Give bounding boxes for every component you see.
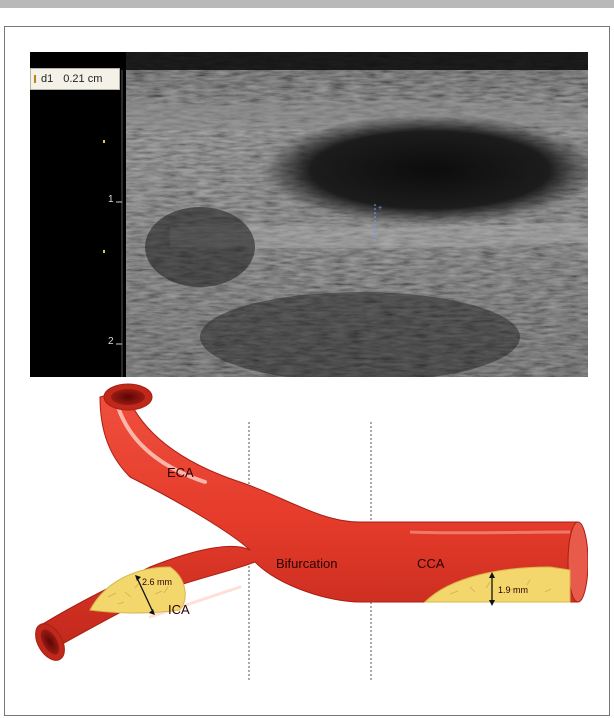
label-cca: CCA bbox=[417, 556, 445, 571]
carotid-bifurcation-illustration: ECA ICA Bifurcation CCA 2.6 mm 1.9 mm bbox=[30, 382, 588, 682]
measurement-value: 0.21 cm bbox=[63, 73, 102, 85]
svg-text:+: + bbox=[378, 205, 382, 212]
plaque-ica-thickness: 2.6 mm bbox=[142, 577, 172, 587]
top-bar bbox=[0, 0, 614, 8]
carotid-diagram: ECA ICA Bifurcation CCA 2.6 mm 1.9 mm bbox=[30, 382, 588, 682]
label-ica: ICA bbox=[168, 602, 190, 617]
ultrasound-scan: + bbox=[30, 52, 588, 377]
measurement-readout: d1 0.21 cm bbox=[30, 68, 120, 90]
depth-tick-2: 2 bbox=[108, 336, 114, 347]
measurement-marker bbox=[34, 75, 36, 83]
plaque-cca-thickness: 1.9 mm bbox=[498, 585, 528, 595]
depth-tick-1: 1 bbox=[108, 194, 114, 205]
label-eca: ECA bbox=[167, 465, 194, 480]
measurement-id: d1 bbox=[41, 73, 53, 85]
label-bifurcation: Bifurcation bbox=[276, 556, 337, 571]
ultrasound-image: + d1 0.21 cm 1 2 bbox=[30, 52, 588, 377]
